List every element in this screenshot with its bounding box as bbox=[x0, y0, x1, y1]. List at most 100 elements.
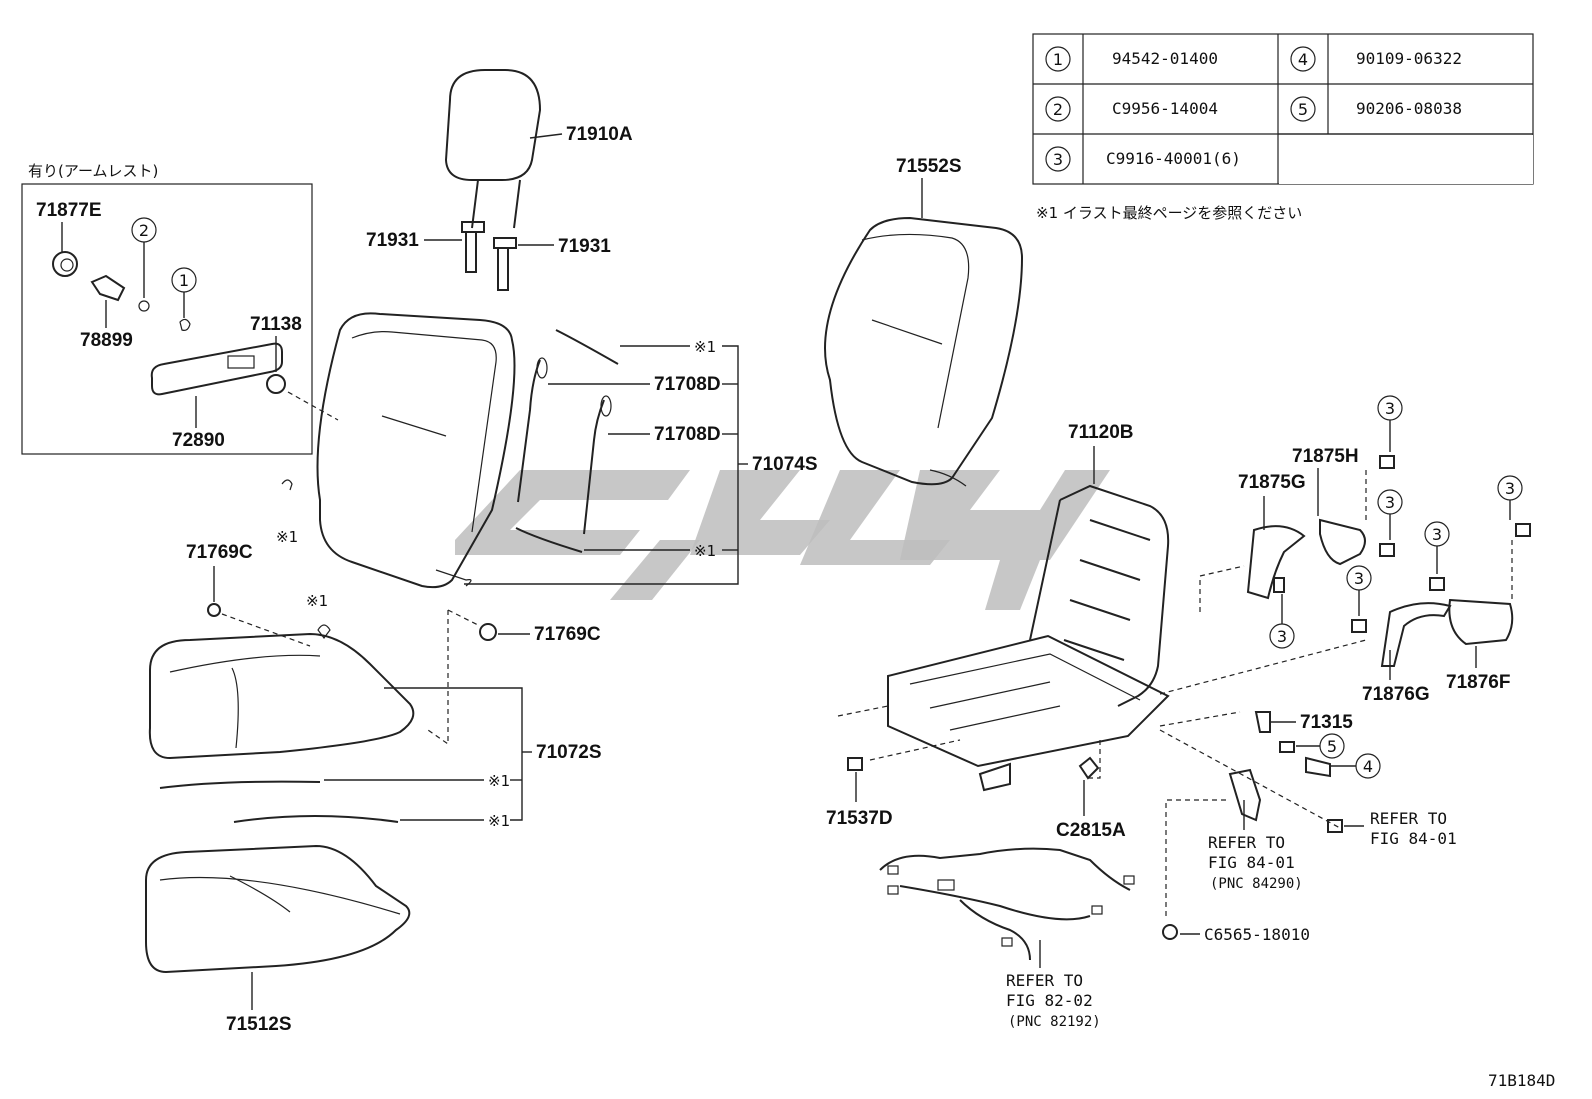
fastener-table: 1 94542-01400 2 C9956-14004 3 C9916-4000… bbox=[1032, 33, 1534, 185]
ref3-line3: (PNC 82192) bbox=[1008, 1014, 1101, 1030]
label-71931-right: 71931 bbox=[558, 236, 611, 257]
callout-1-text: 1 bbox=[179, 271, 189, 290]
headrest-part bbox=[444, 69, 542, 229]
callout-3c-text: 3 bbox=[1385, 493, 1395, 512]
callout-2-text: 2 bbox=[139, 221, 149, 240]
cushion-wire-b bbox=[233, 815, 399, 823]
mark-1c: ※1 bbox=[276, 528, 298, 546]
label-71876G: 71876G bbox=[1362, 684, 1430, 705]
options-box bbox=[21, 183, 313, 455]
bolt-part-78899 bbox=[90, 274, 126, 302]
label-71769C-left: 71769C bbox=[186, 542, 253, 563]
label-71708D-b: 71708D bbox=[654, 424, 721, 445]
clip-mid bbox=[479, 623, 497, 641]
callout-3b-text: 3 bbox=[1385, 399, 1395, 418]
shield-71875G bbox=[1246, 525, 1306, 600]
armrest-part bbox=[150, 342, 283, 396]
mark-1a: ※1 bbox=[694, 338, 716, 356]
ref1-line3: (PNC 84290) bbox=[1210, 876, 1303, 892]
table-num-4: 4 bbox=[1298, 50, 1308, 69]
label-C2815A: C2815A bbox=[1056, 820, 1126, 841]
wire-clamp bbox=[1162, 924, 1178, 940]
mark-1d: ※1 bbox=[306, 592, 328, 610]
cushion-wire-a bbox=[159, 780, 321, 789]
label-71120B: 71120B bbox=[1068, 422, 1134, 443]
label-71537D: 71537D bbox=[826, 808, 893, 829]
table-pn-3: C9916-40001(6) bbox=[1106, 149, 1241, 168]
ref1-line2: FIG 84-01 bbox=[1208, 853, 1295, 872]
table-num-3: 3 bbox=[1053, 150, 1063, 169]
washer-5 bbox=[1279, 741, 1295, 753]
seat-cushion-cover bbox=[148, 632, 415, 760]
headrest-guide-right bbox=[493, 237, 517, 291]
cap-71537D bbox=[847, 757, 863, 771]
table-num-2: 2 bbox=[1053, 100, 1063, 119]
label-71875G: 71875G bbox=[1238, 472, 1306, 493]
seat-back-cover bbox=[824, 216, 1024, 487]
table-pn-4: 90109-06322 bbox=[1356, 49, 1462, 68]
label-71875H: 71875H bbox=[1292, 446, 1359, 467]
table-pn-5: 90206-08038 bbox=[1356, 99, 1462, 118]
callout-3f-text: 3 bbox=[1505, 479, 1515, 498]
callout-3a-text: 3 bbox=[1277, 627, 1287, 646]
seat-frame bbox=[887, 484, 1170, 792]
label-71315: 71315 bbox=[1300, 712, 1353, 733]
callout-5-text: 5 bbox=[1327, 737, 1337, 756]
back-wire-b bbox=[583, 395, 612, 535]
knob-part bbox=[52, 251, 78, 277]
label-71072S: 71072S bbox=[536, 742, 602, 763]
table-pn-2: C9956-14004 bbox=[1112, 99, 1218, 118]
table-num-1: 1 bbox=[1053, 50, 1063, 69]
label-71910A: 71910A bbox=[566, 124, 633, 145]
label-71708D-a: 71708D bbox=[654, 374, 721, 395]
back-wire-bottom bbox=[515, 527, 583, 553]
shield-71876F bbox=[1448, 598, 1514, 646]
armrest-cap bbox=[266, 374, 286, 394]
ref1-line1: REFER TO bbox=[1208, 833, 1285, 852]
ref2-line2: FIG 84-01 bbox=[1370, 829, 1457, 848]
label-71876F: 71876F bbox=[1446, 672, 1510, 693]
options-box-title: 有り(アームレスト) bbox=[28, 162, 158, 180]
shield-71875H bbox=[1319, 518, 1366, 566]
bolt-refer bbox=[1327, 819, 1343, 833]
belt-bracket bbox=[1228, 768, 1262, 822]
headrest-guide-left bbox=[461, 221, 485, 273]
watermark-logo bbox=[455, 470, 1110, 610]
mark-1f: ※1 bbox=[488, 812, 510, 830]
label-71552S: 71552S bbox=[896, 156, 962, 177]
seat-cushion-pad bbox=[145, 844, 411, 974]
label-71074S: 71074S bbox=[752, 454, 818, 475]
label-72890: 72890 bbox=[172, 430, 225, 451]
callout-3d-text: 3 bbox=[1432, 525, 1442, 544]
ref3-line2: FIG 82-02 bbox=[1006, 991, 1093, 1010]
table-pn-1: 94542-01400 bbox=[1112, 49, 1218, 68]
table-num-5: 5 bbox=[1298, 100, 1308, 119]
ref3-line1: REFER TO bbox=[1006, 971, 1083, 990]
label-71138: 71138 bbox=[250, 314, 302, 335]
mark-1e: ※1 bbox=[488, 772, 510, 790]
label-71512S: 71512S bbox=[226, 1014, 292, 1035]
label-71931-left: 71931 bbox=[366, 230, 419, 251]
callout-5 bbox=[1319, 733, 1345, 759]
back-wire-a bbox=[517, 357, 548, 503]
label-71877E: 71877E bbox=[36, 200, 102, 221]
clip-C2815A bbox=[1078, 756, 1100, 780]
callout-3e-text: 3 bbox=[1354, 569, 1364, 588]
wire-harness bbox=[879, 847, 1135, 961]
ref2-line1: REFER TO bbox=[1370, 809, 1447, 828]
label-C6565-18010: C6565-18010 bbox=[1204, 925, 1310, 944]
back-wire-top bbox=[555, 329, 619, 365]
bolt-4 bbox=[1305, 756, 1331, 778]
callout-4 bbox=[1355, 753, 1381, 779]
figure-id: 71B184D bbox=[1488, 1071, 1555, 1090]
seat-back-pad bbox=[316, 312, 516, 589]
callout-4-text: 4 bbox=[1363, 757, 1373, 776]
clip-left bbox=[207, 603, 221, 617]
mark-1b: ※1 bbox=[694, 542, 716, 560]
bracket-71315 bbox=[1254, 711, 1271, 733]
footnote: ※1 イラスト最終ページを参照ください bbox=[1036, 204, 1302, 222]
shield-71876G bbox=[1380, 602, 1452, 667]
label-71769C-mid: 71769C bbox=[534, 624, 601, 645]
label-78899: 78899 bbox=[80, 330, 133, 351]
